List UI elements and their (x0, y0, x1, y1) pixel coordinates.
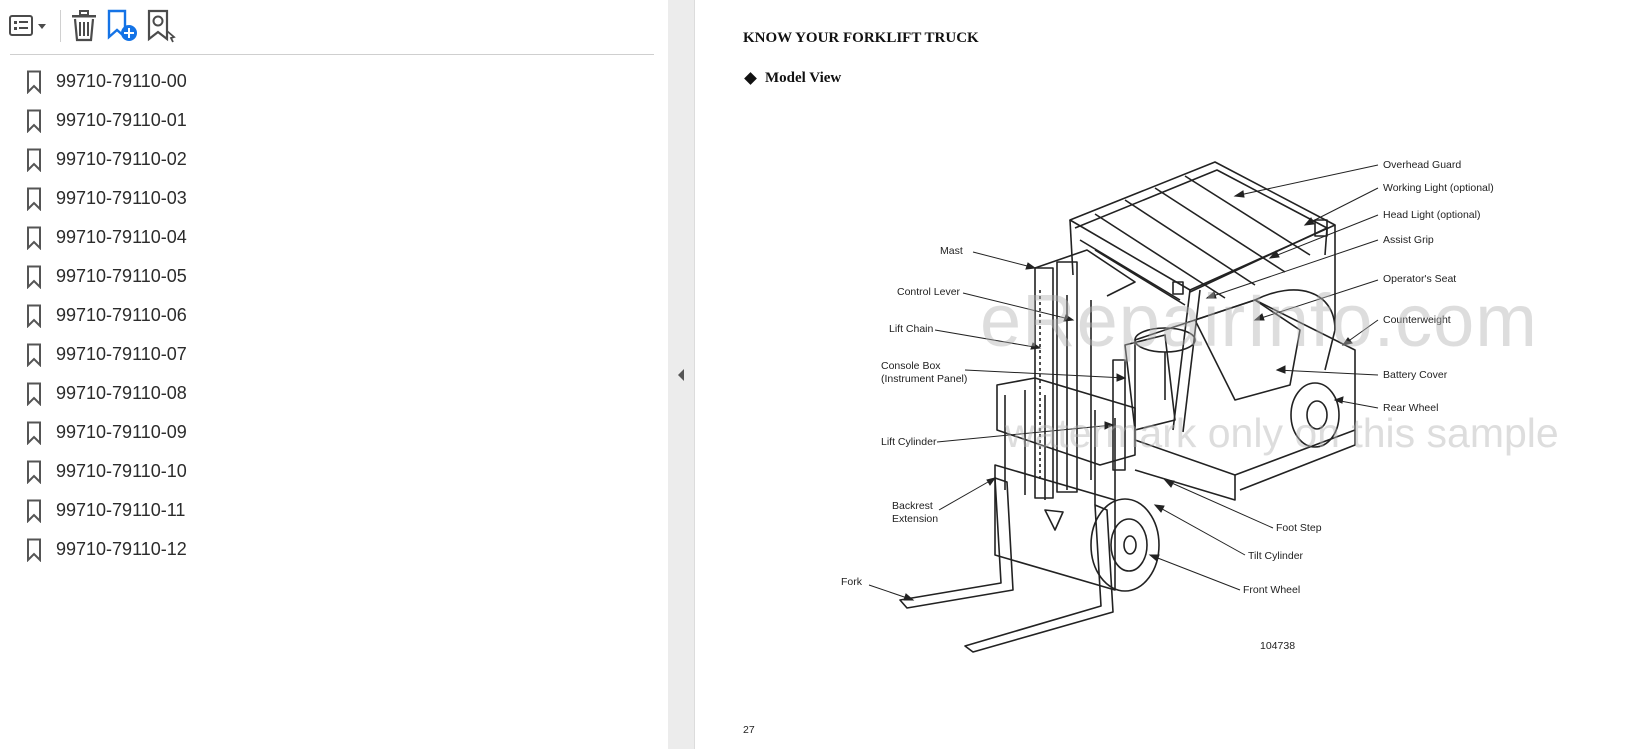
bookmark-list: 99710-79110-00 99710-79110-01 99710-79110-… (26, 62, 187, 569)
add-bookmark-icon (107, 9, 137, 41)
label-control-lever: Control Lever (897, 286, 961, 298)
bookmark-icon (27, 148, 41, 172)
label-overhead-guard: Overhead Guard (1383, 159, 1462, 171)
find-bookmark-icon (147, 9, 176, 43)
bookmark-label: 99710-79110-02 (56, 149, 187, 169)
label-backrest: Backrest (892, 500, 933, 512)
bookmark-icon (27, 538, 41, 562)
label-tilt-cylinder: Tilt Cylinder (1248, 550, 1304, 562)
backrest-drawing (996, 377, 1136, 505)
bookmark-item[interactable]: 99710-79110-04 (26, 218, 187, 257)
front-wheel-drawing (1090, 498, 1160, 592)
bookmark-icon (27, 304, 41, 328)
options-menu-button[interactable] (8, 8, 48, 44)
watermark: eRepairInfo.com (980, 279, 1538, 362)
label-working-light: Working Light (optional) (1383, 182, 1494, 194)
bookmark-label: 99710-79110-12 (56, 539, 187, 559)
bookmark-item[interactable]: 99710-79110-02 (26, 140, 187, 179)
bookmark-label: 99710-79110-11 (56, 500, 186, 520)
page-heading: KNOW YOUR FORKLIFT TRUCK (743, 30, 979, 46)
label-head-light: Head Light (optional) (1383, 209, 1481, 221)
toolbar-divider (10, 54, 654, 55)
fork-drawing (899, 477, 1114, 653)
trash-icon (72, 10, 96, 42)
figure-number: 104738 (1260, 640, 1296, 652)
bookmark-icon (27, 70, 41, 94)
bookmark-icon (27, 343, 41, 367)
add-bookmark-button[interactable] (105, 8, 139, 44)
bookmark-icon (27, 109, 41, 133)
bookmark-item[interactable]: 99710-79110-12 (26, 530, 187, 569)
document-page: KNOW YOUR FORKLIFT TRUCK Model View (695, 0, 1643, 749)
bookmark-icon (27, 421, 41, 445)
label-counterweight: Counterweight (1383, 314, 1451, 326)
bookmark-item[interactable]: 99710-79110-06 (26, 296, 187, 335)
section-title-text: Model View (765, 70, 842, 86)
bookmark-item[interactable]: 99710-79110-05 (26, 257, 187, 296)
bookmark-item[interactable]: 99710-79110-01 (26, 101, 187, 140)
bookmark-icon (27, 460, 41, 484)
bookmarks-panel: 99710-79110-00 99710-79110-01 99710-79110-… (0, 0, 669, 749)
mast-drawing (1034, 249, 1136, 499)
bookmark-item[interactable]: 99710-79110-03 (26, 179, 187, 218)
bookmark-label: 99710-79110-08 (56, 383, 187, 403)
watermark-caption: watermark only on this sample (1005, 410, 1559, 456)
label-lift-chain: Lift Chain (889, 323, 934, 335)
forklift-diagram (868, 161, 1379, 653)
collapse-left-icon (678, 368, 684, 381)
label-battery-cover: Battery Cover (1383, 369, 1448, 381)
label-extension: Extension (892, 513, 939, 525)
bookmark-label: 99710-79110-10 (56, 461, 187, 481)
bookmark-item[interactable]: 99710-79110-10 (26, 452, 187, 491)
bookmark-label: 99710-79110-03 (56, 188, 187, 208)
label-console-box: Console Box (881, 360, 941, 372)
callout-leaders (868, 164, 1379, 601)
bookmark-label: 99710-79110-04 (56, 227, 187, 247)
bookmark-item[interactable]: 99710-79110-11 (26, 491, 187, 530)
bookmark-icon (27, 265, 41, 289)
bookmark-icon (27, 499, 41, 523)
bookmark-item[interactable]: 99710-79110-00 (26, 62, 187, 101)
bookmark-label: 99710-79110-07 (56, 344, 187, 364)
bookmark-label: 99710-79110-06 (56, 305, 187, 325)
bookmark-icon (27, 382, 41, 406)
label-instrument-panel: (Instrument Panel) (881, 373, 968, 385)
label-fork: Fork (841, 576, 862, 588)
label-rear-wheel: Rear Wheel (1383, 402, 1439, 414)
find-bookmark-button[interactable] (145, 8, 177, 44)
bookmarks-toolbar (8, 6, 183, 46)
section-title: Model View (743, 70, 841, 87)
label-foot-step: Foot Step (1276, 522, 1322, 534)
bookmark-icon (27, 187, 41, 211)
label-mast: Mast (940, 245, 963, 257)
bookmark-item[interactable]: 99710-79110-08 (26, 374, 187, 413)
bookmark-label: 99710-79110-05 (56, 266, 187, 286)
bookmark-label: 99710-79110-01 (56, 110, 187, 130)
bookmark-item[interactable]: 99710-79110-09 (26, 413, 187, 452)
bookmark-item[interactable]: 99710-79110-07 (26, 335, 187, 374)
label-operators-seat: Operator's Seat (1383, 273, 1457, 285)
toolbar-separator (60, 10, 61, 42)
bookmark-label: 99710-79110-00 (56, 71, 187, 91)
overhead-guard-drawing (1069, 161, 1336, 433)
label-lift-cylinder: Lift Cylinder (881, 436, 937, 448)
bookmark-icon (27, 226, 41, 250)
bookmark-label: 99710-79110-09 (56, 422, 187, 442)
options-menu-icon (9, 15, 46, 36)
label-assist-grip: Assist Grip (1383, 234, 1434, 246)
rear-wheel-drawing (1290, 382, 1340, 448)
label-front-wheel: Front Wheel (1243, 584, 1301, 596)
page-number: 27 (743, 724, 755, 736)
delete-bookmark-button[interactable] (69, 8, 99, 44)
collapse-panel-button[interactable] (668, 0, 695, 749)
